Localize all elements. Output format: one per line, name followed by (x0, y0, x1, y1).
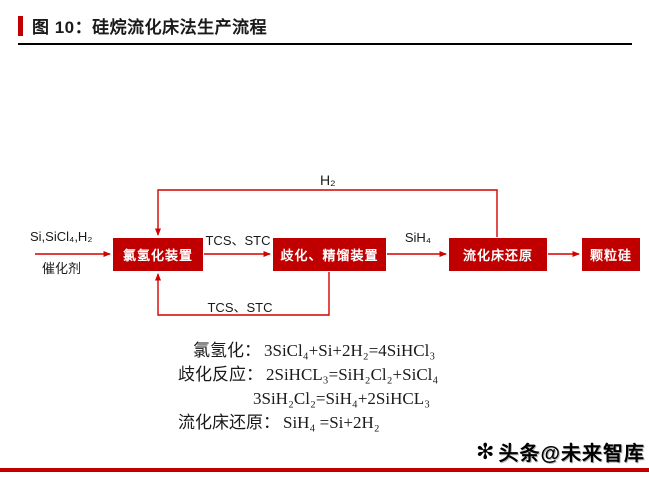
equation-disproportionation-2: 3SiH₂Cl₂=SiH₄+2SiHCL₃ (0, 387, 649, 411)
watermark: ✻ 头条@未来智库 (476, 437, 645, 466)
label-h2-recycle: H₂ (320, 172, 336, 188)
label-catalyst: 催化剂 (42, 261, 82, 276)
equation-label: 氯氢化： (193, 341, 261, 360)
label-sih4: SiH₄ (404, 230, 432, 245)
equation-label: 流化床还原： (178, 413, 280, 432)
label-feed-materials: Si,SiCl₄,H₂ (30, 229, 93, 244)
node-chlorohydrogenation-unit: 氯氢化装置 (113, 238, 203, 271)
title-accent-bar (18, 15, 23, 36)
equation-chlorohydrogenation: 氯氢化：3SiCl₄+Si+2H₂=4SiHCl₃ (0, 339, 649, 363)
equation-label: 歧化反应： (178, 365, 263, 384)
label-tcs-stc-recycle: TCS、STC (207, 300, 273, 315)
equation-formula: 3SiCl₄+Si+2H₂=4SiHCl₃ (264, 341, 436, 360)
reaction-equations: 氯氢化：3SiCl₄+Si+2H₂=4SiHCl₃ 歧化反应：2SiHCL₃=S… (0, 339, 649, 435)
label-tcs-stc-forward: TCS、STC (205, 233, 271, 248)
equation-fluidized-bed-reduction: 流化床还原：SiH₄ =Si+2H₂ (0, 411, 649, 435)
figure-header: 图 10：硅烷流化床法生产流程 (18, 13, 267, 38)
equation-formula: 2SiHCL₃=SiH₂Cl₂+SiCl₄ (266, 365, 439, 384)
bottom-red-rule (0, 468, 649, 472)
toutiao-star-logo-icon: ✻ (476, 438, 495, 464)
figure-title: 图 10：硅烷流化床法生产流程 (32, 18, 268, 37)
equation-formula: 3SiH₂Cl₂=SiH₄+2SiHCL₃ (253, 389, 431, 408)
node-fluidized-bed-reduction: 流化床还原 (449, 238, 547, 271)
node-granular-silicon: 颗粒硅 (582, 238, 640, 271)
title-underline (18, 43, 632, 45)
equation-disproportionation-1: 歧化反应：2SiHCL₃=SiH₂Cl₂+SiCl₄ (0, 363, 649, 387)
node-disproportionation-distillation-unit: 歧化、精馏装置 (273, 238, 386, 271)
equation-formula: SiH₄ =Si+2H₂ (283, 413, 380, 432)
watermark-text: 头条@未来智库 (498, 443, 645, 465)
